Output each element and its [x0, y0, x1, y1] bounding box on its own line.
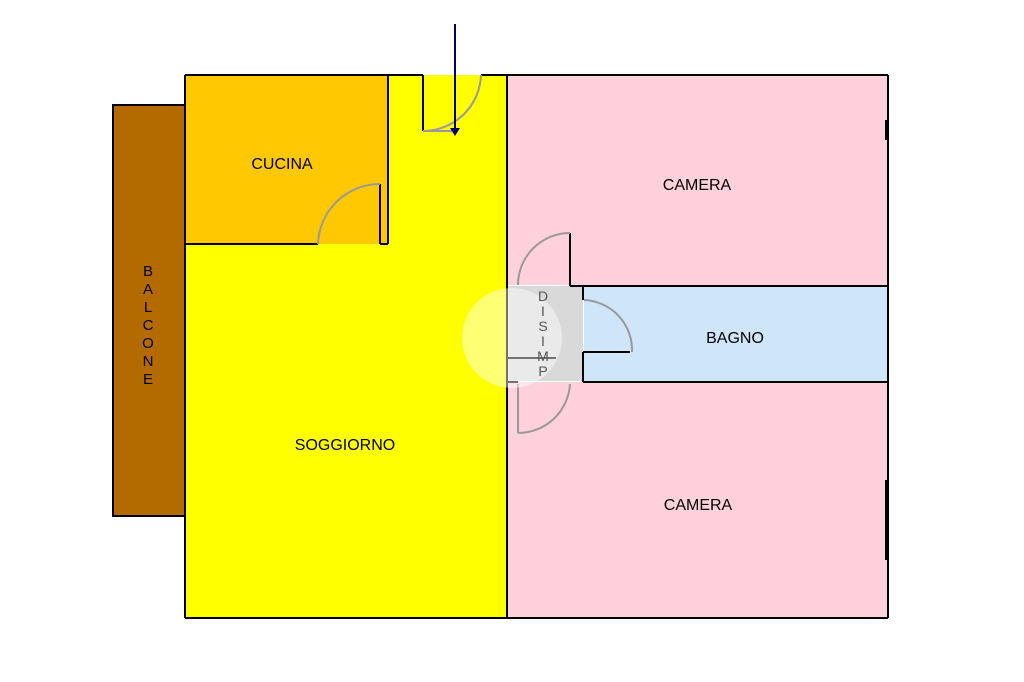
disimpegno-letter: S — [538, 318, 547, 334]
cucina-door — [317, 183, 381, 245]
balcone-letter: C — [143, 317, 154, 334]
camera-bottom-area — [507, 382, 888, 618]
disimpegno-letter: I — [541, 333, 545, 349]
balcone-letter: A — [143, 281, 153, 298]
bagno-door — [583, 299, 634, 353]
cucina-label: CUCINA — [251, 156, 313, 173]
disimpegno-letter: D — [538, 288, 548, 304]
entrance-arrow — [450, 24, 460, 136]
balcone-letter: E — [143, 371, 153, 388]
bagno-area — [584, 286, 888, 381]
walls — [184, 74, 889, 619]
camera-top-door — [517, 232, 571, 286]
disimpegno-letter: M — [537, 348, 549, 364]
camera-bottom-label: CAMERA — [664, 497, 733, 514]
balcone-area — [112, 104, 186, 517]
disimpegno-label: D I S I M P — [537, 288, 549, 379]
soggiorno-label: SOGGIORNO — [295, 437, 395, 454]
cucina-area — [186, 75, 388, 244]
balcone-letter: B — [143, 263, 153, 280]
camera-bottom-door — [517, 383, 571, 435]
disimpegno-letter: P — [538, 363, 547, 379]
balcone-letter: L — [144, 299, 152, 316]
disimpegno-letter: I — [541, 303, 545, 319]
disimpegno-area — [507, 286, 583, 381]
watermark-circle — [462, 288, 562, 388]
balcone-label: B A L C O N E — [142, 263, 154, 388]
bagno-label: BAGNO — [706, 330, 764, 347]
doors — [317, 74, 634, 435]
camera-top-label: CAMERA — [663, 177, 732, 194]
balcone-letter: N — [143, 353, 154, 370]
balcone-letter: O — [142, 335, 154, 352]
